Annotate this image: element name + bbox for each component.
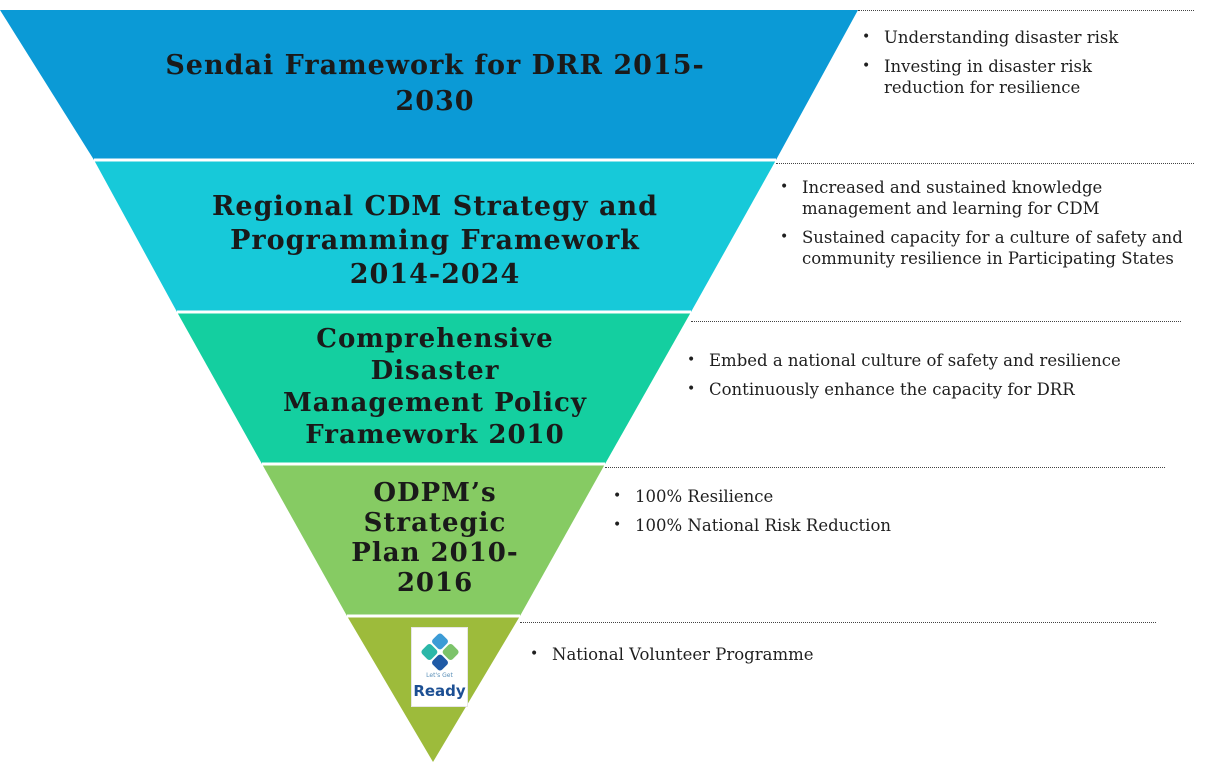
tier-3-bullets: Embed a national culture of safety and r… xyxy=(685,350,1195,408)
funnel-tier-3-band xyxy=(177,312,691,464)
funnel-tier-4-band xyxy=(262,464,605,616)
tier-2-bullets: Increased and sustained knowledge manage… xyxy=(778,177,1206,277)
tier-1-divider xyxy=(858,10,1194,11)
list-item: 100% Resilience xyxy=(611,486,1111,507)
lets-get-ready-logo: Let's Get Ready xyxy=(411,627,468,707)
list-item: National Volunteer Programme xyxy=(528,644,1028,665)
tier-1-bullets: Understanding disaster risk Investing in… xyxy=(860,27,1190,106)
list-item: Increased and sustained knowledge manage… xyxy=(778,177,1202,219)
tier-1-title: Sendai Framework for DRR 2015- 2030 xyxy=(165,50,705,117)
tier-2-divider xyxy=(776,163,1194,164)
list-item: Sustained capacity for a culture of safe… xyxy=(778,227,1206,269)
funnel-tier-2-band xyxy=(94,160,776,312)
list-item: Investing in disaster risk reduction for… xyxy=(860,56,1134,98)
tier-2-title: Regional CDM Strategy and Programming Fr… xyxy=(211,191,659,290)
list-item: 100% National Risk Reduction xyxy=(611,515,1111,536)
tier-4-title: ODPM’s Strategic Plan 2010- 2016 xyxy=(351,478,519,598)
tier-3-title: Comprehensive Disaster Management Policy… xyxy=(282,324,587,450)
tier-4-bullets: 100% Resilience 100% National Risk Reduc… xyxy=(611,486,1111,544)
tier-4-divider xyxy=(605,467,1165,468)
funnel-tier-1-band xyxy=(0,10,858,160)
list-item: Continuously enhance the capacity for DR… xyxy=(685,379,1195,400)
list-item: Embed a national culture of safety and r… xyxy=(685,350,1195,371)
diamond-tiles-logo-icon xyxy=(421,633,459,671)
logo-wordmark: Ready xyxy=(413,682,466,700)
tier-5-divider xyxy=(520,622,1156,623)
tier-3-divider xyxy=(691,321,1181,322)
logo-tagline: Let's Get xyxy=(426,672,453,679)
tier-5-bullets: National Volunteer Programme xyxy=(528,644,1028,673)
list-item: Understanding disaster risk xyxy=(860,27,1190,48)
